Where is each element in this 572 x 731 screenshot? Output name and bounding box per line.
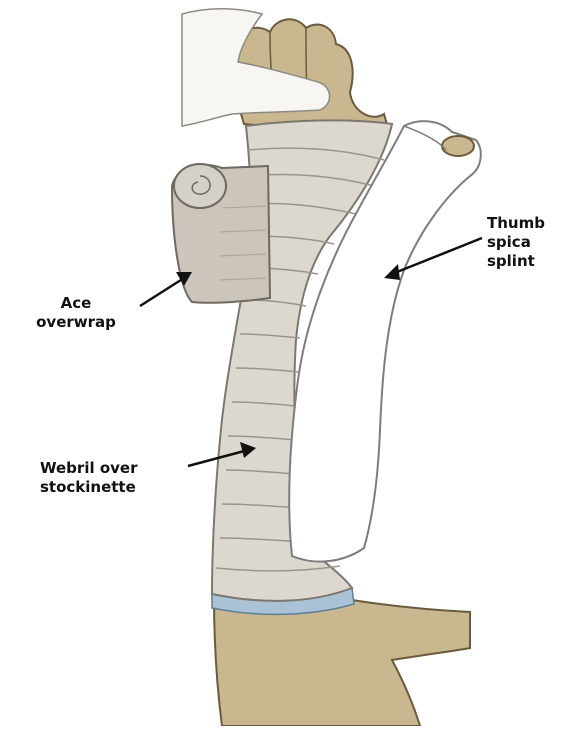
label-line: splint (487, 252, 545, 271)
label-line: stockinette (40, 478, 137, 497)
ace-roll (172, 164, 270, 303)
label-line: Webril over (40, 459, 137, 478)
label-line: Thumb (487, 214, 545, 233)
upper-arm-skin (214, 596, 470, 726)
label-line: overwrap (30, 313, 122, 332)
ace-overwrap-label: Ace overwrap (30, 294, 122, 332)
webril-over-stockinette-label: Webril over stockinette (40, 459, 137, 497)
thumb-tip (442, 136, 474, 156)
thumb-spica-splint-label: Thumb spica splint (487, 214, 545, 271)
label-line: spica (487, 233, 545, 252)
label-line: Ace (30, 294, 122, 313)
